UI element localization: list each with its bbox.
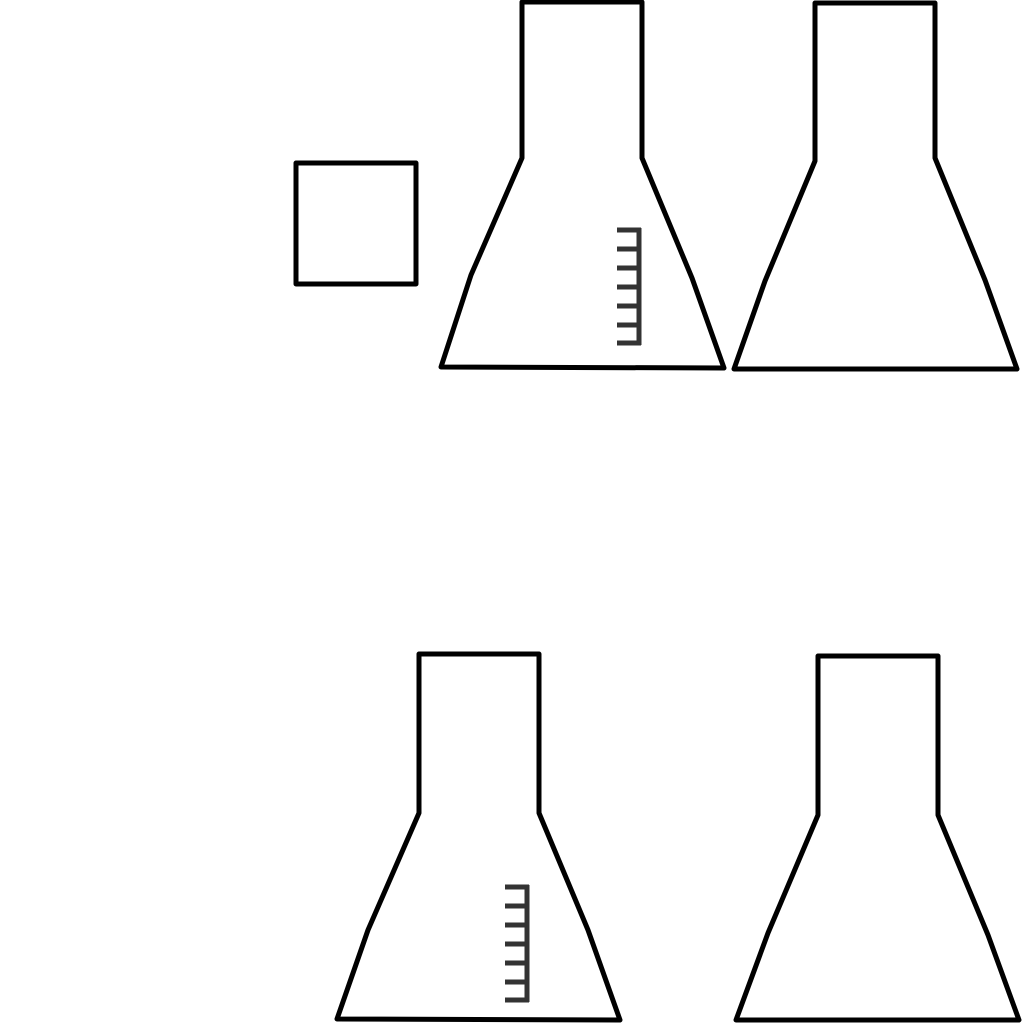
flask-top-right xyxy=(731,0,1020,372)
flask-bottom-right xyxy=(733,653,1022,1023)
erlenmeyer-flask-icon xyxy=(731,0,1020,372)
flask-top-left xyxy=(438,0,727,371)
flask-bottom-left xyxy=(334,651,623,1023)
square-outline-icon xyxy=(293,160,419,287)
erlenmeyer-flask-icon xyxy=(438,0,727,371)
graduation-scale-icon xyxy=(505,884,530,1003)
graduation-scale-icon xyxy=(617,227,642,346)
erlenmeyer-flask-icon xyxy=(334,651,623,1023)
erlenmeyer-flask-icon xyxy=(733,653,1022,1023)
